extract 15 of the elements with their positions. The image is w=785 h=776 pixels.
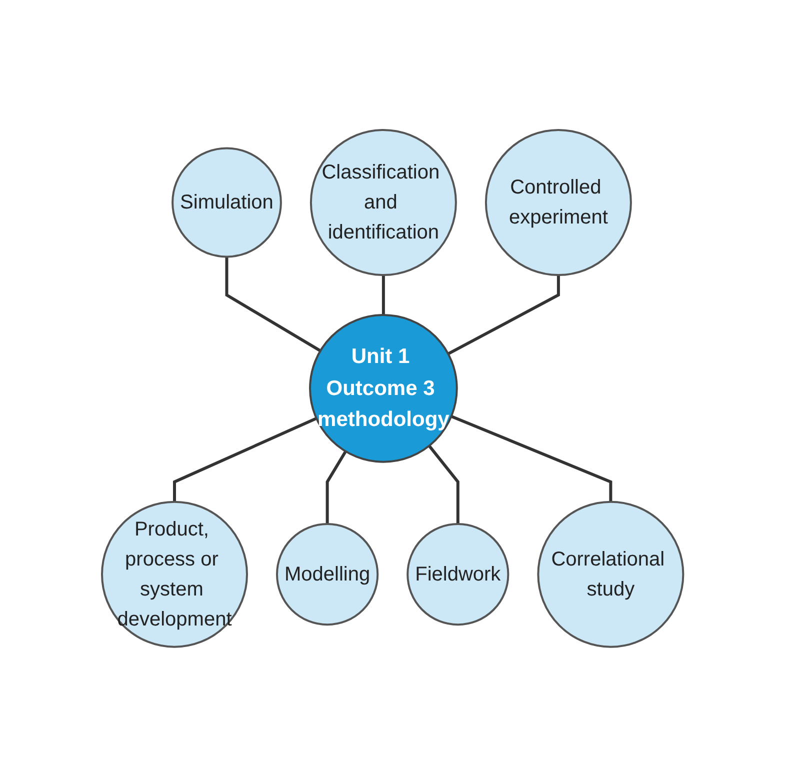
connector [172,416,317,502]
node-circle: Simulation [171,146,282,258]
node-circle: Correlational study [537,500,684,648]
node-circle: Product, process or system development [100,500,248,648]
node-circle: Modelling [276,522,379,626]
connector [225,256,322,352]
node-circle: Controlled experiment [484,128,632,276]
connector [447,274,560,355]
connector [326,450,347,524]
node-circle: Fieldwork [406,522,510,626]
node-circle: Classification and identification [310,128,457,276]
connector [428,444,460,524]
node-circle: Unit 1 Outcome 3 methodology [308,314,458,462]
connector [382,274,385,315]
connector [450,414,612,502]
